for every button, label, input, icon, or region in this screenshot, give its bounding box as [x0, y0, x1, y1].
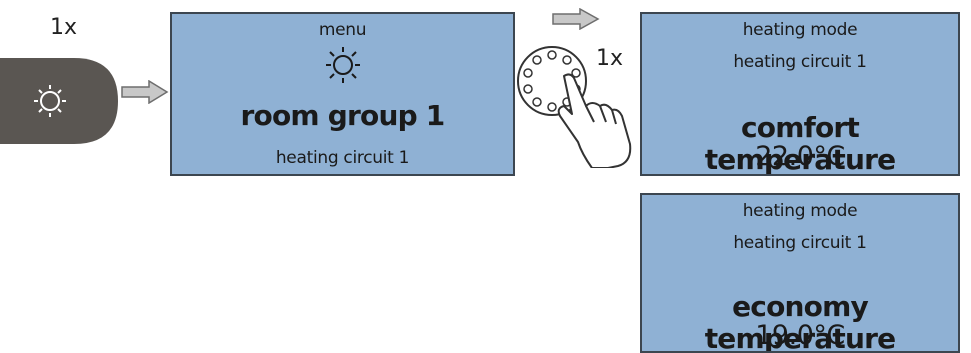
arrow-right-icon	[552, 8, 600, 30]
sun-icon	[34, 85, 66, 117]
button-press-count: 1x	[50, 15, 78, 40]
rotary-knob-icon[interactable]	[512, 36, 634, 168]
comfort-title: comfort temperature	[704, 111, 896, 176]
economy-title: economy temperature	[704, 290, 896, 353]
comfort-circuit-label: heating circuit 1	[733, 52, 867, 72]
economy-temperature-display: heating mode heating circuit 1 economy t…	[640, 193, 960, 353]
arrow-right-icon	[121, 80, 169, 104]
comfort-mode-label: heating mode	[742, 20, 858, 40]
menu-header: menu	[318, 20, 367, 40]
menu-display: menu room group 1 heating circuit 1	[170, 12, 515, 176]
economy-mode-label: heating mode	[742, 201, 858, 221]
menu-subtitle: heating circuit 1	[275, 148, 410, 168]
knob-turn-count: 1x	[596, 46, 624, 71]
sun-icon	[326, 47, 360, 83]
hand-icon	[557, 73, 632, 168]
comfort-temperature-display: heating mode heating circuit 1 comfort t…	[640, 12, 960, 176]
sun-button[interactable]	[0, 52, 120, 150]
economy-value: 19.0°C	[755, 320, 845, 351]
menu-title: room group 1	[240, 99, 446, 132]
comfort-value: 22.0°C	[755, 141, 845, 172]
economy-circuit-label: heating circuit 1	[733, 233, 867, 253]
